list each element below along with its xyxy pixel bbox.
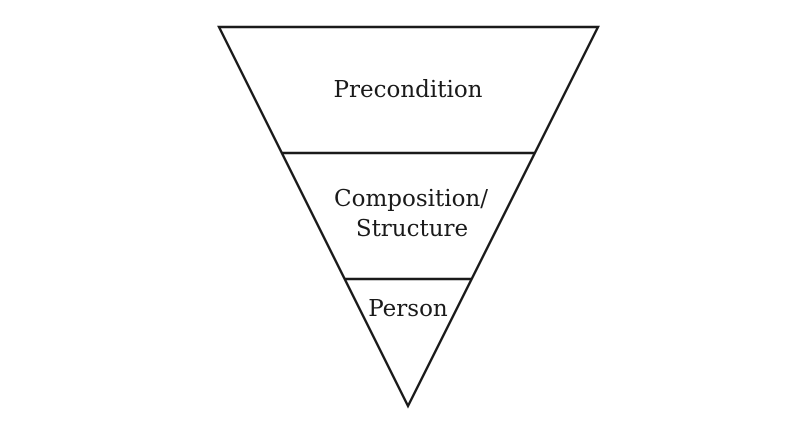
layer-person-label: Person xyxy=(368,296,448,322)
layer-composition-structure: Composition/ Structure xyxy=(334,186,488,242)
layer-person: Person xyxy=(368,296,448,322)
pyramid-outline xyxy=(217,25,600,409)
layer-composition-label-line2: Structure xyxy=(356,216,468,242)
layer-precondition-label: Precondition xyxy=(334,77,483,103)
layer-precondition: Precondition xyxy=(334,77,483,103)
layer-composition-label-line1: Composition/ xyxy=(334,186,488,212)
